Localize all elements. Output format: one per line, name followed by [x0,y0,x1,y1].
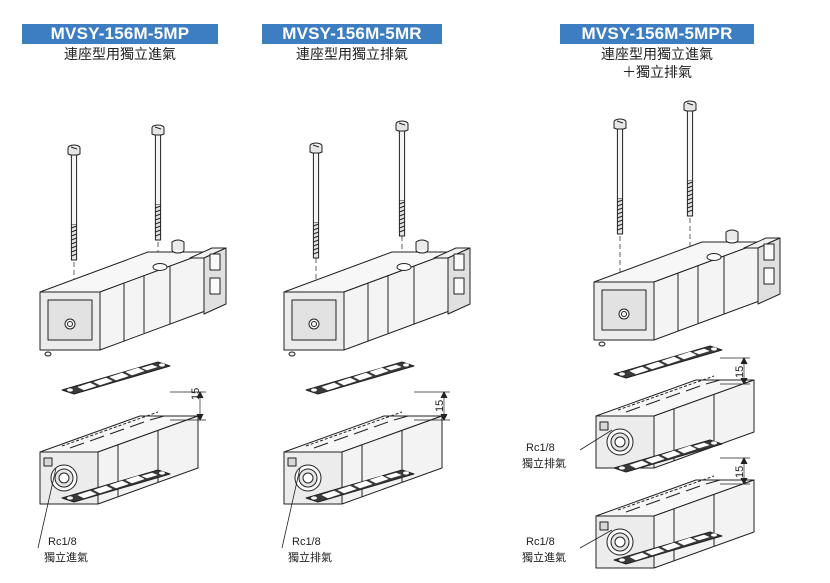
subtitle-mp: 連座型用獨立進氣 [64,47,176,63]
assembly-mr [281,120,471,549]
port-type-label-mpr-exhaust: 獨立排氣 [522,457,566,470]
mounting-screw-icon [151,124,165,241]
subtitle-mpr-line2: ＋獨立排氣 [622,65,692,81]
assembly-mpr [579,100,781,569]
subtitle-mr: 連座型用獨立排氣 [296,47,408,63]
model-badge-mpr: MVSY-156M-5MPR [560,24,754,44]
solenoid-valve-icon [39,239,227,357]
gasket-icon [305,361,415,395]
dimension-label-mp: 15 [190,387,202,400]
solenoid-valve-icon [593,229,781,347]
gasket-icon [61,361,171,395]
sub-plate-icon [39,411,199,505]
subtitle-mpr-line1: 連座型用獨立進氣 [601,47,713,63]
gasket-icon [613,345,723,379]
model-badge-mp: MVSY-156M-5MP [22,24,218,44]
sub-plate-icon [283,411,443,505]
mounting-screw-icon [613,118,627,235]
solenoid-valve-icon [283,239,471,357]
model-badge-mr: MVSY-156M-5MR [262,24,442,44]
mounting-screw-icon [395,120,409,237]
port-type-label-mp: 獨立進氣 [44,551,88,564]
port-type-label-mpr-inlet: 獨立進氣 [522,551,566,564]
dimension-label-mr: 15 [434,399,446,412]
port-size-label-mpr-exhaust: Rc1/8 [526,442,555,454]
mounting-screw-icon [67,144,81,261]
assembly-mp [37,124,227,549]
mounting-screw-icon [683,100,697,217]
mounting-screw-icon [309,142,323,259]
sub-plate-icon [595,475,755,569]
port-type-label-mr: 獨立排氣 [288,551,332,564]
dimension-label-mpr-lower: 15 [734,465,746,478]
port-size-label-mr: Rc1/8 [292,536,321,548]
dimension-label-mpr-upper: 15 [734,365,746,378]
port-size-label-mpr-inlet: Rc1/8 [526,536,555,548]
port-size-label-mp: Rc1/8 [48,536,77,548]
